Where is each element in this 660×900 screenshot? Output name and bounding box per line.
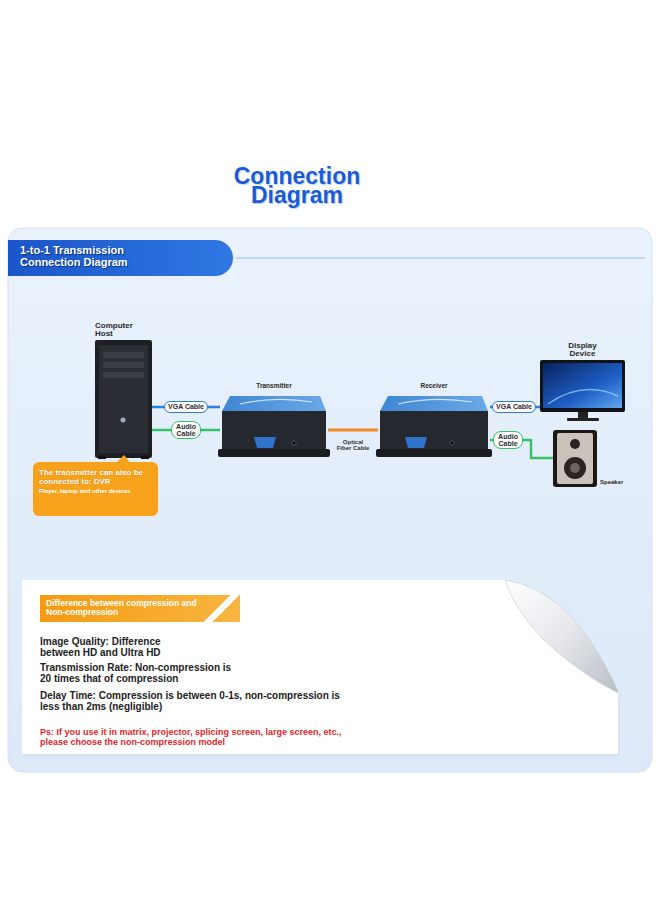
diagram-title: Connection Diagram [212,167,382,205]
panel-ground [8,228,652,772]
cable-label: Audio Cable [493,431,523,450]
device-label: Speaker [600,479,623,485]
device-label: Display Device [561,342,605,358]
link-label: Optical Fiber Cable [335,439,371,452]
callout-text: The transmitter can also be connected to… [39,469,152,487]
speaker-device: Speaker [553,430,597,487]
device-label: Transmitter [220,383,328,390]
cable-label: VGA Cable [164,401,208,412]
note-text: Image Quality: Difference between HD and… [40,636,190,658]
device-label: Computer Host [95,322,143,338]
cable-label: VGA Cable [492,401,536,412]
note-text: Transmission Rate: Non-compression is 20… [40,662,245,684]
note-callout: The transmitter can also be connected to… [33,462,158,516]
header-text: Difference between compression and Non-c… [46,599,214,618]
section-tab: 1-to-1 Transmission Connection Diagram [8,240,233,276]
tab-heading: 1-to-1 Transmission Connection Diagram [20,245,155,268]
computer-host: Computer Host [95,340,152,458]
compare-header: Difference between compression and Non-c… [40,595,240,622]
computer-tower [95,340,152,459]
monitor-display [540,360,625,421]
notes-paper: Image Quality: Difference between HD and… [22,580,620,757]
receiver-box: Receiver [378,395,490,458]
cable-connector [328,429,378,432]
divider-line [236,257,645,259]
warning-note: Ps: If you use it in matrix, projector, … [40,728,345,748]
receiver-device [376,396,492,457]
callout-subtext: Player, laptop and other devices [39,488,152,495]
transmitter-box: Transmitter [220,395,328,458]
display-device: Display Device [540,360,625,421]
device-label: Receiver [378,383,490,390]
transmitter-device [218,396,330,457]
cable-label: Audio Cable [171,421,201,440]
speaker-box [553,430,597,487]
note-text: Delay Time: Compression is between 0-1s,… [40,690,350,712]
